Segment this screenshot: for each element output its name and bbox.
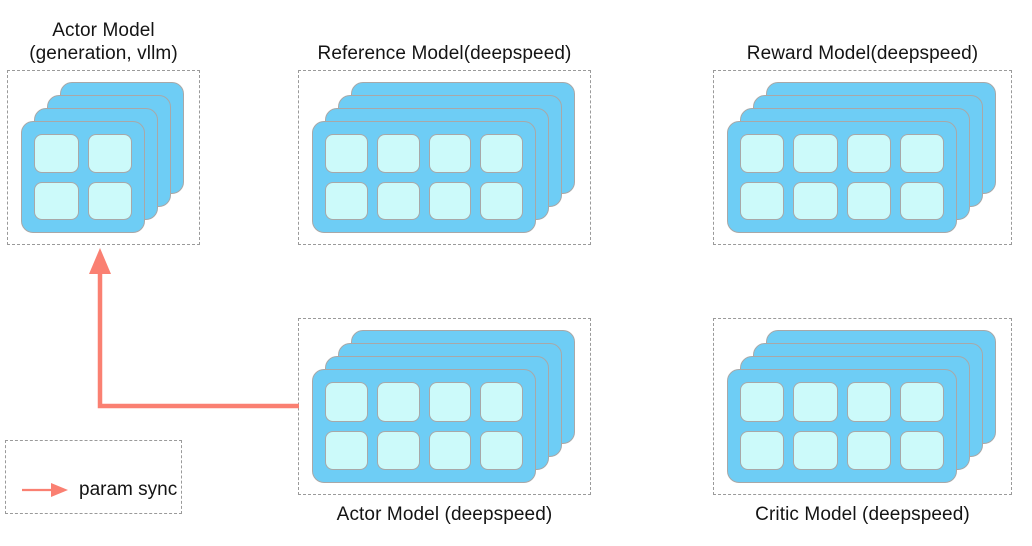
- card-chip: [846, 382, 891, 422]
- card-chip: [480, 430, 523, 470]
- card-chip: [899, 134, 944, 173]
- card-chip: [899, 181, 944, 220]
- card-chip: [428, 430, 472, 470]
- param-sync-arrowhead: [89, 248, 111, 274]
- card-chip: [793, 382, 838, 422]
- card-chip: [899, 430, 944, 470]
- card-chip: [325, 430, 368, 470]
- group-label-reference-model: Reference Model(deepspeed): [317, 43, 572, 64]
- card-chip: [428, 382, 472, 422]
- card-chip: [34, 134, 79, 173]
- group-critic-model: Critic Model (deepspeed): [713, 318, 1012, 525]
- model-card[interactable]: [727, 369, 957, 483]
- card-chip: [846, 134, 891, 173]
- group-label-reward-model: Reward Model(deepspeed): [746, 43, 979, 64]
- model-card[interactable]: [727, 121, 957, 233]
- card-stack-critic-model: [713, 318, 1012, 495]
- param-sync-arrow-path: [97, 258, 299, 409]
- card-chip: [376, 382, 420, 422]
- card-stack-reference-model: [298, 70, 591, 245]
- legend-label-param-sync: param sync: [79, 479, 178, 500]
- card-chip: [428, 134, 472, 173]
- group-label-actor-model-vllm: Actor Model (generation, vllm): [29, 20, 178, 64]
- card-chip: [793, 134, 838, 173]
- card-chip: [793, 430, 838, 470]
- arrow-right-icon: [22, 483, 68, 497]
- group-label-critic-model: Critic Model (deepspeed): [755, 504, 970, 525]
- dashed-container-reference-model: [298, 70, 591, 245]
- group-label-actor-model-deepspeed: Actor Model (deepspeed): [336, 504, 553, 525]
- card-chip: [428, 181, 472, 220]
- card-chip: [376, 181, 420, 220]
- card-chip: [740, 134, 785, 173]
- card-chip: [480, 181, 523, 220]
- card-chip: [376, 134, 420, 173]
- dashed-container-actor-model-vllm: [7, 70, 200, 245]
- group-actor-model-vllm: Actor Model (generation, vllm): [7, 20, 200, 245]
- card-chip: [480, 382, 523, 422]
- legend-param-sync: param sync: [5, 440, 182, 514]
- card-chip: [740, 382, 785, 422]
- card-chip: [740, 181, 785, 220]
- card-stack-actor-model-vllm: [7, 70, 200, 245]
- card-chip: [325, 382, 368, 422]
- legend-item: param sync: [6, 479, 177, 501]
- dashed-container-reward-model: [713, 70, 1012, 245]
- card-chip: [34, 181, 79, 220]
- dashed-container-critic-model: [713, 318, 1012, 495]
- group-actor-model-deepspeed: Actor Model (deepspeed): [298, 318, 591, 525]
- model-card[interactable]: [312, 369, 536, 483]
- group-reward-model: Reward Model(deepspeed): [713, 43, 1012, 245]
- card-chip: [793, 181, 838, 220]
- card-stack-reward-model: [713, 70, 1012, 245]
- model-card[interactable]: [312, 121, 536, 233]
- card-chip: [376, 430, 420, 470]
- group-reference-model: Reference Model(deepspeed): [298, 43, 591, 245]
- card-chip: [325, 134, 368, 173]
- card-stack-actor-model-deepspeed: [298, 318, 591, 495]
- card-chip: [87, 134, 132, 173]
- card-chip: [480, 134, 523, 173]
- card-chip: [899, 382, 944, 422]
- card-chip: [87, 181, 132, 220]
- card-chip: [846, 430, 891, 470]
- card-chip: [325, 181, 368, 220]
- card-chip: [740, 430, 785, 470]
- card-chip: [846, 181, 891, 220]
- model-card[interactable]: [21, 121, 145, 233]
